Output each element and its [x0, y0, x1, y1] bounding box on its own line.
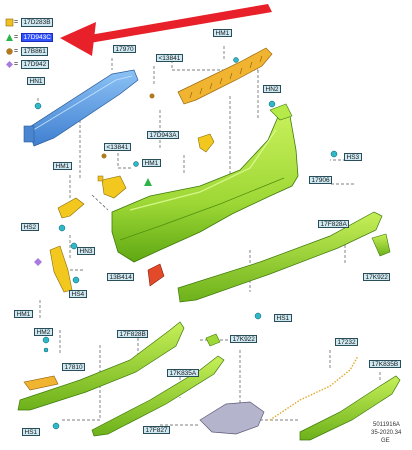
label-hn3: HN3 [77, 247, 96, 255]
label-17f828a: 17F828A [318, 220, 350, 228]
legend-equals: = [14, 34, 19, 41]
reflector-shape [147, 263, 165, 287]
legend-code-circle: 17B861 [21, 47, 49, 56]
green-triangle-icon [6, 34, 13, 41]
label-hn2: HN2 [263, 85, 282, 93]
label-17f828b: 17F828B [117, 330, 149, 338]
label-hs1-a: HS1 [274, 314, 292, 322]
legend-code-triangle: 17D943C [21, 33, 54, 42]
legend-code-square: 17D283B [21, 18, 54, 27]
bracket-17d943a-shape [197, 133, 215, 153]
label-hs3: HS3 [344, 153, 362, 161]
brown-circle-icon [6, 48, 13, 55]
diagram-id: 5011916A [373, 422, 400, 428]
diagram-date: 35-2020.34 [371, 430, 402, 436]
label-hm2: HM2 [34, 328, 53, 336]
side-bracket-shape [101, 175, 127, 199]
purple-diamond-icon [6, 61, 13, 68]
label-17232: 17232 [335, 338, 359, 346]
reinforcement-beam [23, 69, 139, 147]
legend-code-diamond: 17D942 [21, 60, 49, 69]
label-17d943a: 17D943A [147, 131, 180, 139]
legend-equals: = [14, 48, 19, 55]
label-17f827: 17F827 [143, 426, 171, 434]
label-17906: 17906 [309, 176, 333, 184]
energy-absorber [177, 47, 273, 105]
lower-strip-shape [23, 375, 59, 391]
side-mount-shape [57, 197, 85, 219]
label-17970: 17970 [113, 45, 137, 53]
skid-plate-shape [199, 401, 265, 435]
diagram-region: GE [381, 438, 390, 444]
label-hs2: HS2 [21, 223, 39, 231]
diffuser-upper-shape [177, 211, 383, 303]
marker-symbols [34, 93, 155, 266]
label-17k922-a: 17K922 [363, 273, 391, 281]
label-hn1: HN1 [27, 77, 46, 85]
label-hm1-c: HM1 [142, 159, 161, 167]
legend-equals: = [14, 61, 19, 68]
label-hs1-b: HS1 [22, 428, 40, 436]
label-17k835a: 17K835A [167, 369, 199, 377]
label-17k922-b: 17K922 [230, 335, 258, 343]
wire-harness-shape [269, 355, 359, 421]
label-hs4: HS4 [69, 290, 87, 298]
clip-17k922-shape [205, 333, 221, 347]
label-13b414: 13B414 [107, 273, 135, 281]
bumper-cover [111, 103, 299, 263]
label-13841-b: <13841 [104, 143, 131, 151]
fastener-icons [34, 57, 338, 430]
diffuser-end-shape [371, 233, 391, 257]
label-17810: 17810 [62, 363, 86, 371]
label-17k835b: 17K835B [369, 360, 401, 368]
lower-trim-right-shape [299, 375, 401, 441]
label-hm1-a: HM1 [213, 29, 232, 37]
yellow-square-icon [5, 18, 14, 27]
legend-equals: = [14, 19, 19, 26]
side-strip-shape [49, 245, 73, 293]
label-hm1-d: HM1 [14, 310, 33, 318]
lower-trim-left-shape [17, 321, 185, 411]
label-hm1-b: HM1 [53, 162, 72, 170]
label-13841-a: <13841 [156, 54, 183, 62]
red-arrow-icon [60, 4, 272, 56]
